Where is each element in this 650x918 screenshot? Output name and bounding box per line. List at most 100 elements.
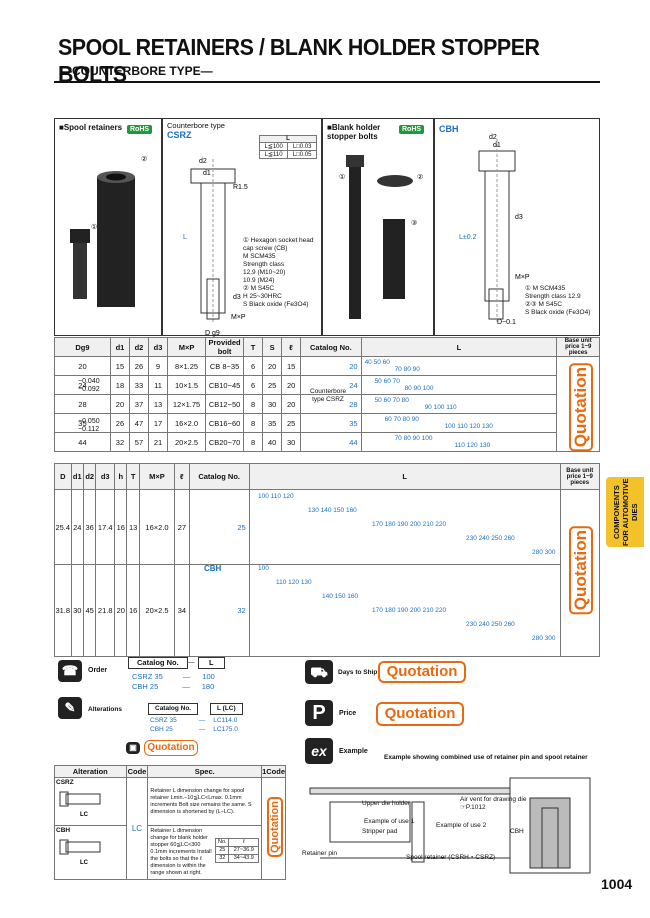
svg-text:d2: d2 [489,134,497,141]
svg-text:d1: d1 [493,142,501,149]
callout-cbh: CBH [510,828,524,835]
svg-text:D−0.1: D−0.1 [497,319,516,326]
alterations-quotation[interactable]: Quotation [144,740,198,756]
section-side-tab[interactable]: COMPONENTS FOR AUTOMOTIVE DIES [606,477,644,547]
phone-icon: ☎ [58,660,82,682]
truck-icon: ▣ [126,742,140,754]
price-quotation[interactable]: Quotation [376,702,464,726]
cbh-type-label: CBH [204,564,222,573]
product-panel-1: ■Spool retainers RoHS ② ① [54,118,162,336]
csrz-notes: ① Hexagon socket head cap screw (CB) M S… [243,237,314,308]
svg-text:③: ③ [411,219,417,227]
cbh-notes: ① M SCM435 Strength class 12.9 ②③ M S45C… [525,285,591,316]
quotation-col-1: Quotation [562,357,600,457]
cbh-drawing: d2 d1 d3 M×P D−0.1 L±0.2 [459,134,530,326]
product2-name: ■Blank holder stopper bolts [327,123,381,141]
cbh-l-row1-b: 130 140 150 160 [308,507,357,514]
cbh-l-row1-c: 170 180 190 200 210 220 [372,521,447,528]
cbh-l-row2-a: 100 [258,565,269,572]
alterations-l-head: L (LC) [210,703,243,715]
product1-name: ■Spool retainers [59,123,123,132]
cbh-l-row2-b: 110 120 130 [276,579,312,586]
svg-text:D g9: D g9 [205,330,220,337]
svg-text:M×P: M×P [515,274,530,281]
svg-text:①: ① [91,223,97,231]
order-row-2: CBH 25—180 [132,682,215,691]
cbh-code: CBH [439,124,459,134]
callout-example-1: Example of use 1 [364,818,415,825]
cbh-l-row2-c: 140 150 160 [322,593,359,600]
example-label: Example [339,748,368,755]
alterations-row-1: CSRZ 35—LC114.0 [150,717,238,724]
csrz-code: CSRZ [167,130,192,140]
alteration-table: Alteration Code Spec. 1Code CSRZ LC LC R… [54,765,286,880]
csrz-type-label: Counterbore type CSRZ [310,388,347,403]
cbh-l-row1-e: 280 300 [532,549,556,556]
order-l-head: L [198,657,225,669]
callout-retainer-pin: Retainer pin [302,850,338,857]
svg-text:②: ② [417,173,423,181]
svg-text:d1: d1 [203,170,211,177]
tolerance-b: −0.050 −0.112 [78,418,100,433]
svg-text:d3: d3 [233,294,241,301]
spool-retainer-photo: ② ① [70,155,147,307]
cbh-spec-table: D d1 d2 d3 h T M×P ℓ Catalog No. L Base … [54,463,601,657]
svg-text:②: ② [141,155,147,163]
blank-holder-photo: ① ② ③ [339,155,423,319]
page-number: 1004 [601,876,633,892]
order-dash: — [188,659,195,666]
callout-air-vent: Air vent for drawing die ☞P.1012 [460,796,527,811]
svg-text:d3: d3 [515,214,523,221]
alterations-cat-head: Catalog No. [148,703,199,715]
svg-text:L: L [183,234,187,241]
rohs-badge-2: RoHS [399,125,425,134]
svg-text:M×P: M×P [231,314,246,321]
title-rule [54,81,600,83]
example-ex-icon: ex [305,738,333,764]
page-title: SPOOL RETAINERS / BLANK HOLDER STOPPER B… [58,34,540,87]
csrz-drawing: R1.5 d2 d1 d3 M×P D g9 L [183,158,248,337]
price-p-icon: P [305,700,333,726]
alteration-quotation: Quotation [264,778,286,876]
svg-text:L±0.2: L±0.2 [459,234,477,241]
price-label: Price [339,710,357,717]
svg-text:LC: LC [80,860,89,866]
counterbore-type-label: Counterbore type [167,121,225,130]
callout-stripper-pad: Stripper pad [362,828,398,835]
callout-example-2: Example of use 2 [436,822,487,829]
cbh-alt-sketch: LC [59,839,101,866]
callout-upper-die: Upper die holder [362,800,411,807]
quotation-col-2: Quotation [562,490,600,650]
order-row-1: CSRZ 35—100 [132,672,215,681]
cbh-l-row1-a: 100 110 120 [258,493,294,500]
order-label: Order [88,667,108,674]
cbh-l-row2-d: 170 180 190 200 210 220 [372,607,447,614]
cbh-l-row2-e: 230 240 250 260 [466,621,515,628]
order-cat-head: Catalog No. [128,657,188,669]
svg-text:d2: d2 [199,158,207,165]
callout-spool-retainer: Spool retainer (CSRH・CSRZ) [406,854,496,861]
product-panel-2-drawing: CBH d2 d1 d3 M×P D−0.1 L±0.2 ① M SCM435 … [434,118,600,336]
delivery-truck-icon: ⛟ [305,660,333,684]
svg-text:R1.5: R1.5 [233,184,248,191]
days-to-ship-quotation[interactable]: Quotation [378,661,466,683]
wrench-icon: ✎ [58,697,82,719]
alterations-label: Alterations [88,706,122,713]
alterations-row-2: CBH 25—LC175.0 [150,726,238,733]
days-to-ship-label: Days to Ship [338,669,378,676]
cbh-l-row2-f: 280 300 [532,635,556,642]
product-panel-2: ■Blank holder stopper bolts RoHS ① ② ③ [322,118,434,336]
rohs-badge-1: RoHS [127,125,153,134]
csrz-alt-sketch: LC [59,791,101,818]
cbh-l-row1-d: 230 240 250 260 [466,535,515,542]
